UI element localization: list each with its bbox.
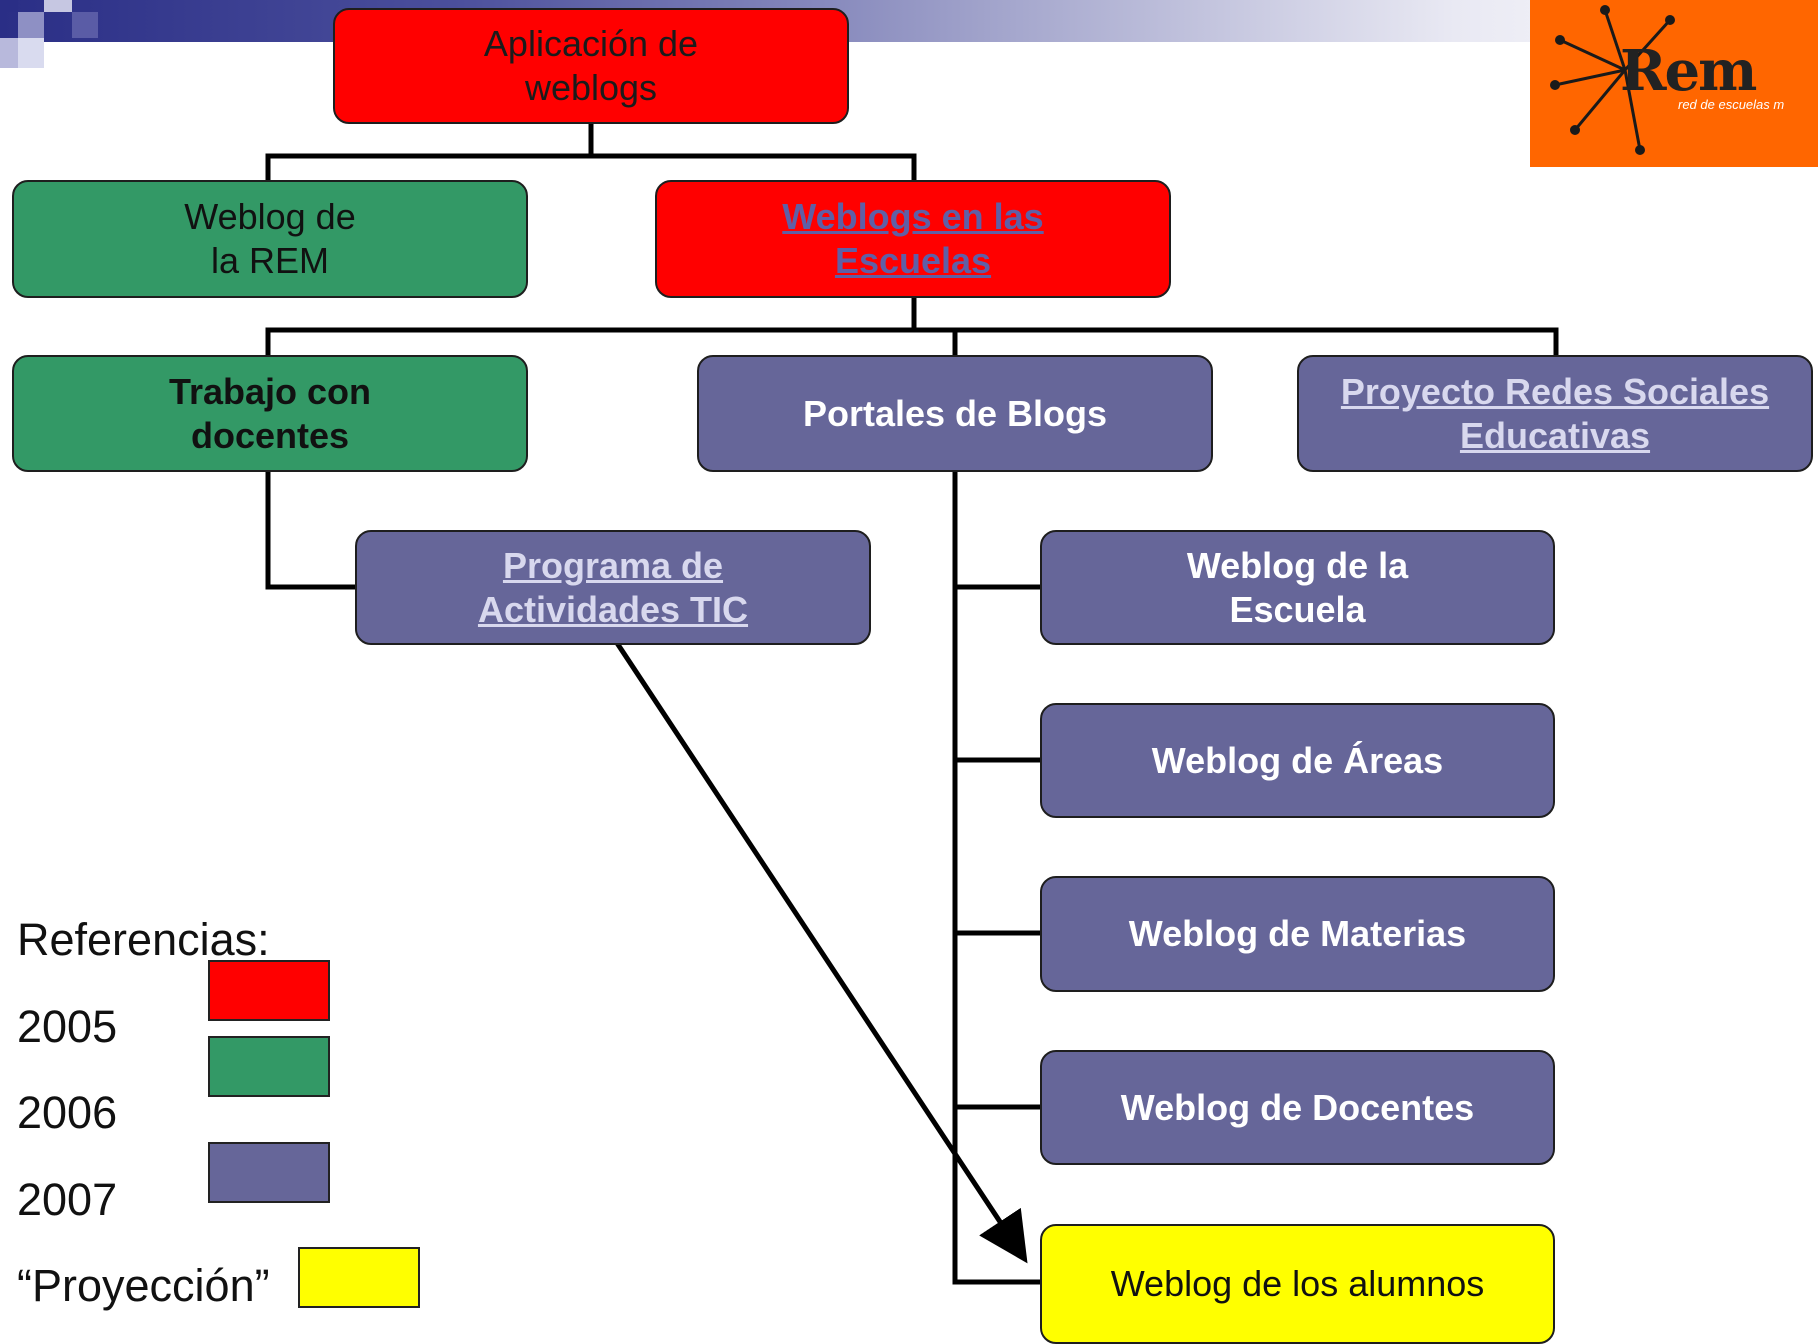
banner-square <box>44 0 72 12</box>
node-weblog-docentes: Weblog de Docentes <box>1040 1050 1555 1165</box>
connector-escuelas-to-children <box>265 298 1559 355</box>
connector-app-to-children <box>265 122 917 180</box>
programa-actividades-link[interactable]: Programa de Actividades TIC <box>477 544 749 630</box>
connector-portales-branches <box>955 584 1040 1110</box>
banner-square <box>72 12 98 38</box>
node-label: Weblog de la Escuela <box>1186 544 1409 630</box>
legend-proyeccion-label: “Proyección” <box>17 1260 270 1311</box>
node-label: Weblog de los alumnos <box>1110 1263 1485 1304</box>
legend-2005-label: 2005 <box>17 1001 118 1052</box>
node-proyecto-redes[interactable]: Proyecto Redes Sociales Educativas <box>1297 355 1813 472</box>
proyecto-redes-link[interactable]: Proyecto Redes Sociales Educativas <box>1340 370 1770 456</box>
legend-swatch-2007 <box>208 1142 330 1203</box>
legend-swatch-proyeccion <box>298 1247 420 1308</box>
node-label: Weblog de Materias <box>1128 913 1467 954</box>
node-weblog-materias: Weblog de Materias <box>1040 876 1555 992</box>
banner-square <box>18 12 44 38</box>
banner-square <box>18 38 44 68</box>
banner-square <box>0 38 18 68</box>
title-banner <box>0 0 1818 42</box>
star-icon <box>1550 5 1675 155</box>
connector-portales-trunk <box>952 472 1040 1285</box>
rem-logo: Rem red de escuelas m <box>1530 0 1818 167</box>
arrow-programa-to-alumnos <box>614 641 1028 1264</box>
node-label: Trabajo con docentes <box>168 370 372 456</box>
logo-tagline: red de escuelas m <box>1678 97 1785 112</box>
node-programa-actividades[interactable]: Programa de Actividades TIC <box>355 530 871 645</box>
node-weblog-alumnos: Weblog de los alumnos <box>1040 1224 1555 1344</box>
node-label: Weblog de la REM <box>184 196 356 281</box>
banner-square <box>0 0 18 12</box>
node-weblogs-escuelas[interactable]: Weblogs en las Escuelas <box>655 180 1171 298</box>
connector-trabajo-to-programa <box>265 472 355 590</box>
node-weblog-escuela: Weblog de la Escuela <box>1040 530 1555 645</box>
legend-2006-label: 2006 <box>17 1087 118 1138</box>
weblogs-escuelas-link[interactable]: Weblogs en las Escuelas <box>782 196 1044 281</box>
node-label: Portales de Blogs <box>802 392 1108 434</box>
node-label: Weblog de Áreas <box>1151 739 1444 781</box>
node-label: Aplicación de weblogs <box>483 23 699 108</box>
node-aplicacion-weblogs: Aplicación de weblogs <box>333 8 849 124</box>
logo-name: Rem <box>1620 38 1757 104</box>
node-label: Weblog de Docentes <box>1120 1086 1475 1128</box>
node-weblog-areas: Weblog de Áreas <box>1040 703 1555 818</box>
legend-swatch-2005 <box>208 960 330 1021</box>
node-trabajo-docentes: Trabajo con docentes <box>12 355 528 472</box>
legend-title: Referencias: <box>17 914 270 965</box>
legend-swatch-2006 <box>208 1036 330 1097</box>
legend-2007-label: 2007 <box>17 1174 118 1225</box>
node-weblog-rem: Weblog de la REM <box>12 180 528 298</box>
node-portales-blogs: Portales de Blogs <box>697 355 1213 472</box>
